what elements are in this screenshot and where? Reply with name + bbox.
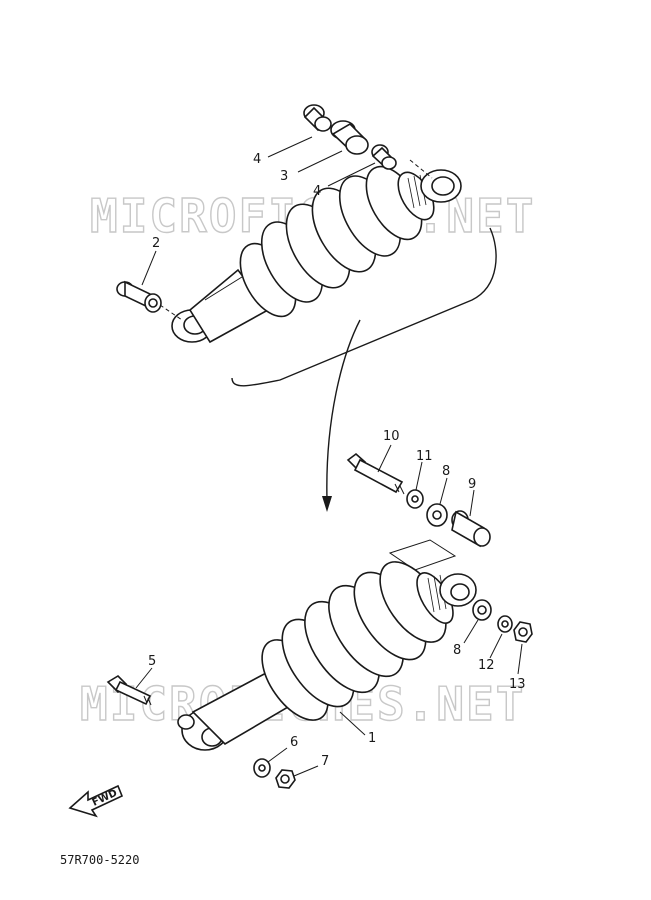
callout-1: 1 xyxy=(368,731,376,746)
callout-8-upper: 8 xyxy=(442,464,450,479)
down-arrow-icon xyxy=(322,496,332,512)
callout-13: 13 xyxy=(509,677,526,692)
part-7-nut xyxy=(275,769,296,789)
fwd-label: FWD xyxy=(91,788,119,809)
reference-plate xyxy=(388,539,457,571)
part-6-washer xyxy=(253,758,271,778)
callout-4-lower: 4 xyxy=(313,184,321,199)
spring-coils xyxy=(261,561,447,721)
callout-11: 11 xyxy=(416,449,433,464)
callout-2: 2 xyxy=(152,236,160,251)
part-5-bolt xyxy=(106,674,152,706)
part-8-washer-upper xyxy=(426,503,448,527)
main-shock-assembly xyxy=(177,539,477,751)
callout-8-lower: 8 xyxy=(453,643,461,658)
callout-3: 3 xyxy=(280,169,288,184)
part-4-bushing-upper xyxy=(303,104,332,132)
bellows xyxy=(239,165,423,318)
callout-12: 12 xyxy=(478,658,495,673)
part-12-washer xyxy=(497,615,513,633)
part-8-washer-lower xyxy=(472,599,492,621)
callout-7: 7 xyxy=(321,754,329,769)
part-10-bolt xyxy=(346,452,405,495)
callout-5: 5 xyxy=(148,654,156,669)
part-2-collar xyxy=(116,280,162,313)
assembly-bracket xyxy=(231,227,497,512)
upper-eye-inner xyxy=(431,176,455,196)
part-9-collar xyxy=(451,510,491,548)
diagram-code: 57R700-5220 xyxy=(60,853,139,867)
part-3-spacer xyxy=(330,120,369,155)
upper-shock-detail xyxy=(159,159,462,344)
fwd-arrow-icon: FWD xyxy=(68,784,124,818)
part-13-nut xyxy=(513,621,533,643)
part-4-bushing-lower xyxy=(371,144,397,170)
callout-9: 9 xyxy=(468,477,476,492)
callout-4-upper: 4 xyxy=(253,152,261,167)
callout-6: 6 xyxy=(290,735,298,750)
callout-10: 10 xyxy=(383,429,400,444)
part-11-washer xyxy=(406,489,424,509)
